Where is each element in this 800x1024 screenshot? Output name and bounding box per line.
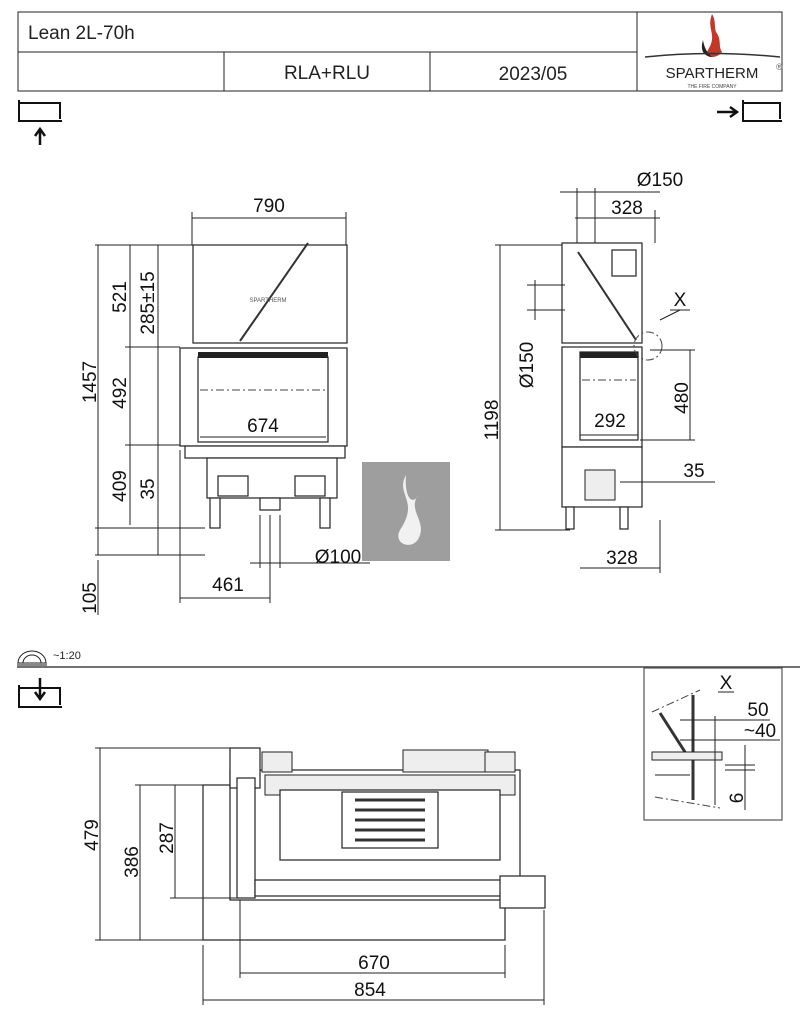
dim-top-section: 521 — [110, 281, 131, 313]
scale-indicator: ~1:20 — [17, 650, 800, 668]
detail-marker-x: X — [674, 290, 687, 311]
watermark-flame-icon — [362, 462, 450, 561]
spartherm-logo: SPARTHERM ® THE FIRE COMPANY — [644, 14, 783, 90]
dim-width: 790 — [253, 196, 285, 217]
dim-width-total: 854 — [354, 980, 386, 1001]
dim-base-depth: 328 — [606, 548, 638, 569]
detail-dim-a: 50 — [747, 700, 768, 721]
front-view: SPARTHERM — [179, 242, 348, 529]
dim-air-inlet-offset: 461 — [212, 575, 244, 596]
front-view-icon — [18, 100, 62, 145]
dim-glass-depth: 292 — [594, 411, 626, 432]
logo-registered: ® — [776, 62, 783, 72]
dim-height-total: 1457 — [80, 361, 101, 403]
detail-dim-b: ~40 — [744, 721, 776, 742]
dim-flue-diameter: Ø150 — [637, 170, 683, 191]
logo-tagline: THE FIRE COMPANY — [687, 84, 737, 90]
dim-flue-offset-side: 328 — [611, 198, 643, 219]
dim-base-height: 409 — [110, 470, 131, 502]
detail-title: X — [720, 673, 733, 694]
dim-door-height: 492 — [110, 377, 131, 409]
front-dimensions: 790 1457 521 285±15 492 409 35 105 674 Ø… — [80, 196, 370, 615]
dim-side-offset: 35 — [683, 461, 704, 482]
detail-x: X 50 ~40 6 — [643, 667, 783, 821]
plan-view — [202, 747, 546, 941]
side-view-icon — [717, 100, 782, 122]
variant-label: RLA+RLU — [284, 63, 370, 84]
dim-glass-height: 480 — [672, 382, 693, 414]
model-name: Lean 2L-70h — [28, 23, 135, 44]
logo-brand: SPARTHERM — [666, 65, 759, 82]
plan-dimensions: 479 386 287 670 854 — [82, 747, 545, 1005]
dim-feet: 105 — [80, 582, 101, 614]
side-view — [561, 242, 663, 530]
detail-dim-c: 6 — [727, 793, 748, 804]
dim-width-inner: 670 — [358, 953, 390, 974]
dim-side-flue: Ø150 — [517, 342, 538, 388]
dim-air-inlet: Ø100 — [315, 547, 361, 568]
dim-flue-offset: 285±15 — [138, 271, 159, 334]
scale-label: ~1:20 — [53, 650, 81, 662]
date-label: 2023/05 — [499, 64, 568, 85]
dim-glass-width: 674 — [247, 416, 279, 437]
title-block: Lean 2L-70h RLA+RLU 2023/05 SPARTHERM ® … — [17, 11, 783, 92]
dim-depth-mid: 386 — [122, 846, 143, 878]
dim-depth-total: 479 — [82, 819, 103, 851]
dim-base-offset: 35 — [138, 478, 159, 499]
unit-logo-text: SPARTHERM — [249, 298, 286, 304]
dim-side-height: 1198 — [482, 400, 503, 441]
dim-depth-inner: 287 — [157, 822, 178, 854]
protractor-icon — [17, 650, 47, 666]
side-dimensions: Ø150 328 Ø150 1198 480 292 35 328 X — [482, 170, 715, 573]
plan-view-icon — [18, 678, 62, 708]
